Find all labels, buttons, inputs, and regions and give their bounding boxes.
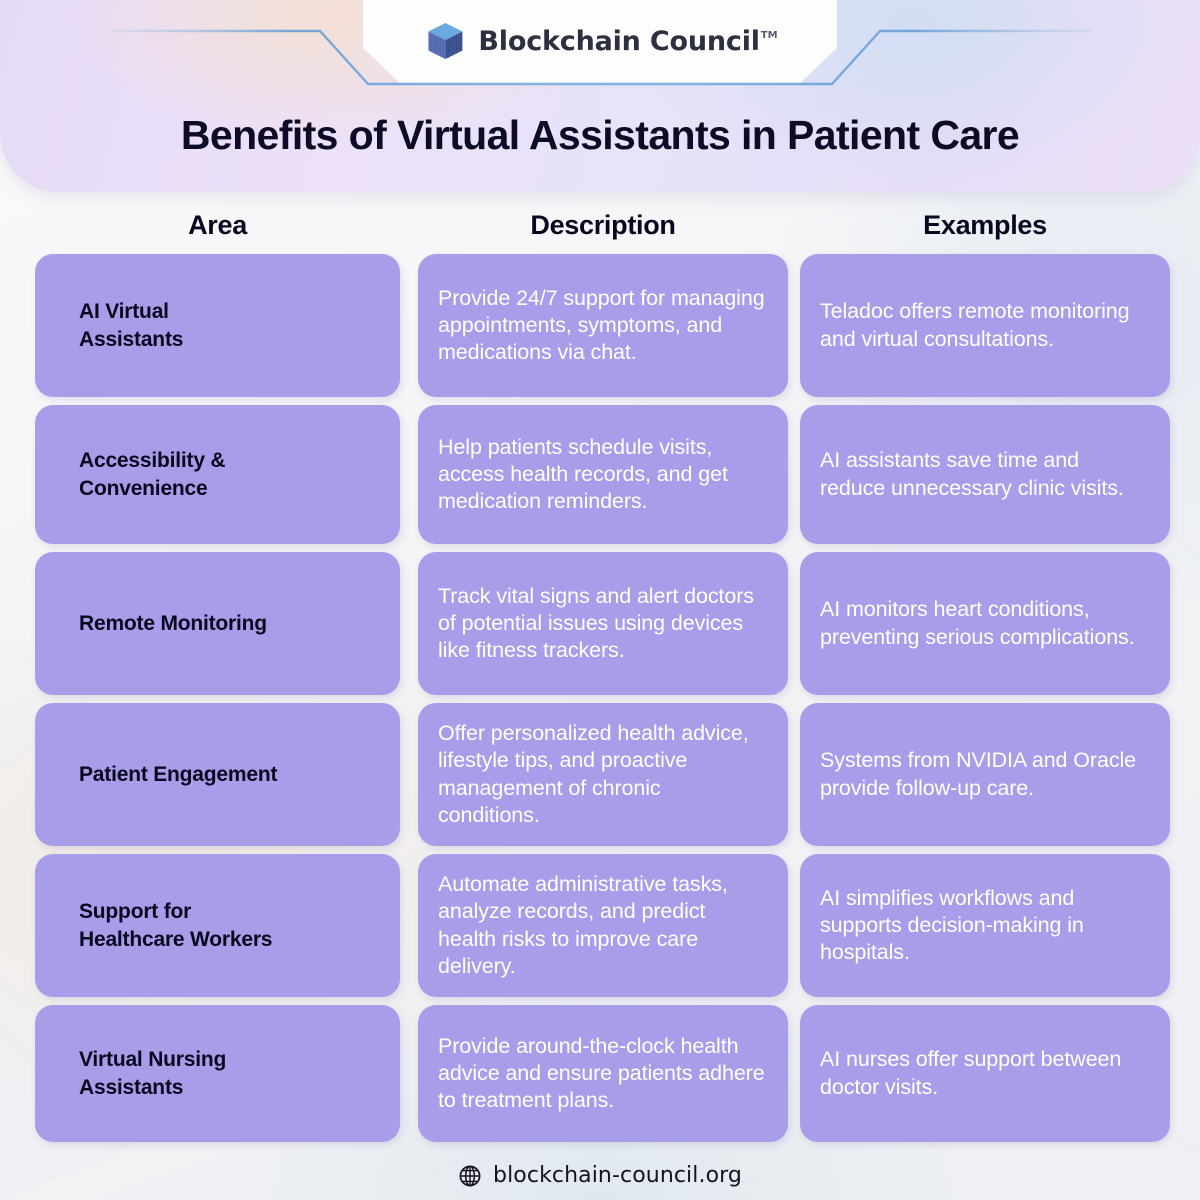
description-text: Offer personalized health advice, lifest…	[438, 720, 749, 827]
cell-area[interactable]: Virtual Nursing Assistants	[35, 1005, 400, 1142]
example-text: AI nurses offer support between doctor v…	[820, 1047, 1122, 1099]
cell-area[interactable]: Patient Engagement	[35, 703, 400, 846]
table-row: AI Virtual Assistants Provide 24/7 suppo…	[0, 254, 1200, 397]
table-row: Patient Engagement Offer personalized he…	[0, 703, 1200, 846]
description-text: Help patients schedule visits, access he…	[438, 434, 728, 514]
description-text: Provide around-the-clock health advice a…	[438, 1033, 765, 1113]
table-row: Accessibility & Convenience Help patient…	[0, 405, 1200, 544]
cell-example[interactable]: Teladoc offers remote monitoring and vir…	[800, 254, 1170, 397]
benefits-table: Area Description Examples AI Virtual Ass…	[0, 196, 1200, 1150]
cell-description[interactable]: Provide 24/7 support for managing appoin…	[418, 254, 788, 397]
example-text: AI assistants save time and reduce unnec…	[820, 448, 1124, 500]
brand-logo[interactable]: Blockchain CouncilTM	[423, 19, 778, 63]
example-text: AI monitors heart conditions, preventing…	[820, 597, 1135, 649]
cell-example[interactable]: Systems from NVIDIA and Oracle provide f…	[800, 703, 1170, 846]
description-text: Track vital signs and alert doctors of p…	[438, 583, 754, 663]
example-text: Systems from NVIDIA and Oracle provide f…	[820, 748, 1137, 800]
cell-description[interactable]: Help patients schedule visits, access he…	[418, 405, 788, 544]
header-banner: Blockchain CouncilTM Benefits of Virtual…	[0, 0, 1200, 196]
column-header-examples: Examples	[923, 209, 1047, 240]
brand-name-wrap: Blockchain CouncilTM	[478, 25, 778, 57]
example-text: Teladoc offers remote monitoring and vir…	[820, 299, 1130, 351]
table-row: Remote Monitoring Track vital signs and …	[0, 552, 1200, 695]
area-label: Virtual Nursing Assistants	[79, 1047, 227, 1099]
cell-description[interactable]: Track vital signs and alert doctors of p…	[418, 552, 788, 695]
table-row: Virtual Nursing Assistants Provide aroun…	[0, 1005, 1200, 1142]
cell-area[interactable]: AI Virtual Assistants	[35, 254, 400, 397]
description-text: Provide 24/7 support for managing appoin…	[438, 285, 765, 365]
area-label: Patient Engagement	[79, 762, 278, 786]
area-label: Support for Healthcare Workers	[79, 899, 273, 951]
cell-area[interactable]: Accessibility & Convenience	[35, 405, 400, 544]
cell-area[interactable]: Support for Healthcare Workers	[35, 854, 400, 997]
table-rows: AI Virtual Assistants Provide 24/7 suppo…	[0, 254, 1200, 1142]
description-text: Automate administrative tasks, analyze r…	[438, 871, 728, 978]
footer: blockchain-council.org	[0, 1163, 1200, 1188]
column-header-description: Description	[530, 209, 676, 240]
brand-name: Blockchain Council	[478, 25, 760, 57]
area-label: AI Virtual Assistants	[79, 299, 184, 351]
page-title: Benefits of Virtual Assistants in Patien…	[180, 112, 1020, 158]
area-label: Accessibility & Convenience	[79, 448, 226, 500]
cell-example[interactable]: AI monitors heart conditions, preventing…	[800, 552, 1170, 695]
cell-description[interactable]: Provide around-the-clock health advice a…	[418, 1005, 788, 1142]
website-url[interactable]: blockchain-council.org	[493, 1163, 742, 1188]
globe-icon	[459, 1165, 481, 1186]
example-text: AI simplifies workflows and supports dec…	[820, 885, 1084, 965]
trademark-mark: TM	[760, 29, 778, 41]
table-row: Support for Healthcare Workers Automate …	[0, 854, 1200, 997]
table-column-headers: Area Description Examples	[0, 196, 1200, 254]
column-header-area: Area	[188, 209, 247, 240]
cell-example[interactable]: AI assistants save time and reduce unnec…	[800, 405, 1170, 544]
cube-icon	[428, 23, 463, 59]
cell-example[interactable]: AI nurses offer support between doctor v…	[800, 1005, 1170, 1142]
cell-example[interactable]: AI simplifies workflows and supports dec…	[800, 854, 1170, 997]
cell-description[interactable]: Automate administrative tasks, analyze r…	[418, 854, 788, 997]
area-label: Remote Monitoring	[79, 611, 267, 635]
cell-description[interactable]: Offer personalized health advice, lifest…	[418, 703, 788, 846]
cell-area[interactable]: Remote Monitoring	[35, 552, 400, 695]
